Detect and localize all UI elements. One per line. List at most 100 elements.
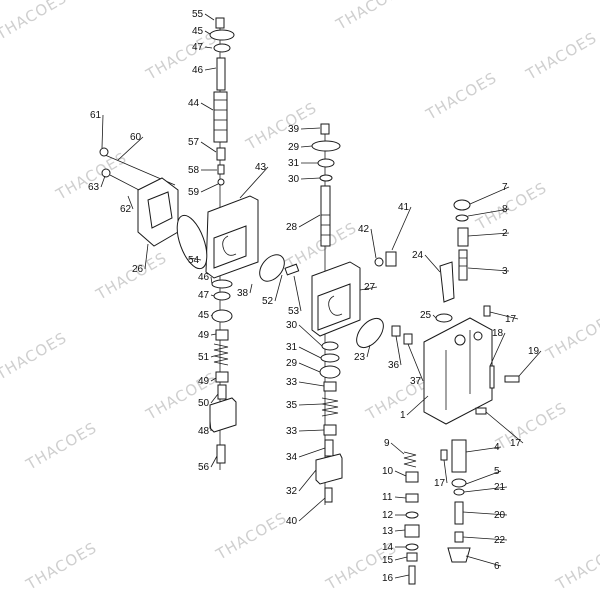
callout-42: 42	[358, 224, 377, 259]
leader-line	[100, 175, 106, 188]
part-number-label: 6	[494, 561, 500, 572]
part-number-label: 29	[286, 358, 298, 369]
leader-line	[443, 459, 448, 484]
leader-line	[424, 254, 441, 273]
part-number-label: 18	[492, 328, 504, 339]
part-number-label: 47	[198, 290, 210, 301]
part-number-label: 44	[188, 98, 200, 109]
callout-19: 19	[518, 346, 542, 377]
callout-26: 26	[132, 243, 149, 275]
leader-line	[210, 294, 215, 297]
part-number-label: 24	[412, 250, 424, 261]
part-number-label: 45	[192, 26, 204, 37]
watermark-text: THACOES	[92, 249, 170, 304]
callout-46a: 46	[192, 65, 217, 76]
callout-27: 27	[359, 282, 378, 293]
callout-40: 40	[286, 497, 326, 527]
callout-7: 7	[469, 182, 510, 205]
callout-15: 15	[382, 555, 408, 566]
leader-line	[465, 470, 502, 485]
part-number-label: 59	[188, 187, 200, 198]
leader-line	[210, 377, 217, 382]
part-number-label: 37	[410, 376, 422, 387]
leader-line	[462, 536, 508, 541]
leader-line	[300, 145, 313, 148]
leader-line	[465, 446, 502, 453]
part-number-label: 33	[286, 377, 298, 388]
leader-line	[518, 350, 542, 377]
watermark-text: THACOES	[332, 0, 410, 34]
watermark-text: THACOES	[552, 539, 600, 594]
leader-line	[463, 486, 508, 493]
callout-54: 54	[188, 255, 202, 266]
part-number-label: 25	[420, 310, 432, 321]
watermark-text: THACOES	[0, 0, 70, 44]
part-number-label: 8	[502, 204, 508, 215]
part-number-label: 41	[398, 202, 410, 213]
callout-5: 5	[465, 466, 502, 485]
callout-17a: 17	[489, 311, 519, 325]
part-number-label: 17	[505, 314, 517, 325]
part-number-label: 62	[120, 204, 132, 215]
callout-8: 8	[467, 204, 510, 217]
leader-line	[298, 381, 325, 387]
side-plate-assembly	[99, 147, 208, 270]
callout-58: 58	[188, 165, 217, 176]
part-number-label: 12	[382, 510, 394, 521]
part-number-label: 28	[286, 222, 298, 233]
leader-line	[300, 127, 321, 130]
left-valve-stack	[205, 17, 259, 470]
callout-18: 18	[489, 328, 506, 367]
leader-line	[298, 403, 323, 406]
leader-line	[209, 419, 212, 432]
leader-line	[489, 332, 506, 367]
part-number-label: 19	[528, 346, 540, 357]
leader-line	[394, 556, 408, 561]
callout-30a: 30	[288, 174, 321, 185]
leader-line	[298, 429, 325, 432]
part-number-label: 23	[354, 352, 366, 363]
callout-28: 28	[286, 214, 321, 233]
leader-line	[298, 324, 323, 347]
part-number-label: 43	[255, 162, 267, 173]
callout-39: 39	[288, 124, 321, 135]
watermark-text: THACOES	[422, 69, 500, 124]
callout-32: 32	[286, 469, 317, 497]
leader-line	[117, 136, 144, 161]
callout-33a: 33	[286, 377, 325, 388]
part-number-label: 33	[286, 426, 298, 437]
part-number-label: 17	[510, 438, 522, 449]
part-number-label: 1	[400, 410, 406, 421]
part-number-label: 49	[198, 330, 210, 341]
leader-line	[210, 333, 217, 336]
part-number-label: 31	[286, 342, 298, 353]
leader-line	[394, 496, 407, 499]
callout-21: 21	[463, 482, 508, 493]
leader-line	[298, 469, 317, 492]
part-number-label: 34	[286, 452, 298, 463]
callout-9: 9	[384, 438, 405, 455]
callout-20: 20	[462, 510, 508, 521]
part-number-label: 5	[494, 466, 500, 477]
leader-line	[210, 355, 215, 358]
leader-line	[394, 470, 407, 477]
part-number-label: 10	[382, 466, 394, 477]
part-number-label: 46	[192, 65, 204, 76]
callout-29a: 29	[288, 142, 313, 153]
watermark-text: THACOES	[0, 329, 70, 384]
part-number-label: 55	[192, 9, 204, 20]
part-number-label: 48	[198, 426, 210, 437]
callout-31a: 31	[288, 158, 318, 169]
leader-line	[467, 208, 510, 217]
part-number-label: 39	[288, 124, 300, 135]
leader-line	[469, 186, 510, 205]
part-number-label: 52	[262, 296, 274, 307]
leader-line	[127, 195, 134, 210]
leader-line	[144, 243, 149, 270]
watermark-text: THACOES	[22, 419, 100, 474]
leader-line	[204, 30, 211, 35]
part-number-label: 17	[434, 478, 446, 489]
leader-line	[394, 529, 406, 532]
callout-16: 16	[382, 573, 410, 584]
callout-3: 3	[467, 266, 510, 277]
